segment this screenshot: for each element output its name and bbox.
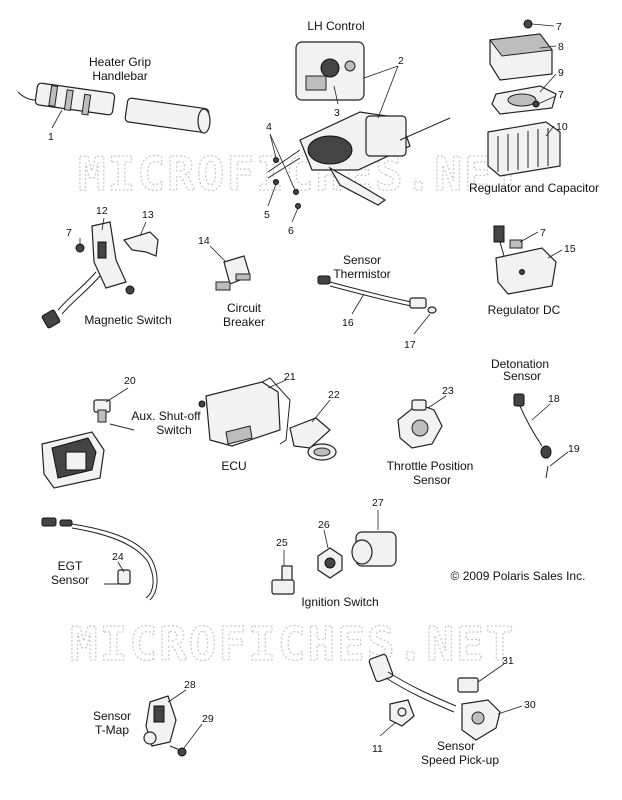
callout-30: 30: [524, 699, 536, 711]
aux-shutoff-switch-part: [41, 399, 135, 489]
egt-sensor-label-line1: EGT: [58, 559, 83, 573]
callout-13: 13: [142, 209, 154, 221]
callout-7-magnetic: 7: [66, 227, 72, 239]
callout-15: 15: [564, 243, 576, 255]
watermark-bottom: MICROFICHES.NET: [70, 617, 515, 671]
callout-28: 28: [184, 679, 196, 691]
throttle-position-sensor-part: [397, 399, 443, 449]
ignition-switch-part: [271, 531, 397, 595]
callout-17: 17: [404, 339, 416, 351]
callout-4: 4: [266, 121, 272, 133]
callout-20: 20: [124, 375, 136, 387]
lh-control-part: [267, 41, 451, 206]
callout-16: 16: [342, 317, 354, 329]
callout-27: 27: [372, 497, 384, 509]
copyright-text: © 2009 Polaris Sales Inc.: [451, 569, 586, 583]
throttle-position-label-line1: Throttle Position: [387, 459, 474, 473]
callout-1: 1: [48, 131, 54, 143]
magnetic-switch-part: [41, 221, 159, 329]
callout-2: 2: [398, 55, 404, 67]
detonation-sensor-part: [513, 393, 552, 479]
callout-10: 10: [556, 121, 568, 133]
speed-pickup-label-line2: Speed Pick-up: [421, 753, 499, 767]
speed-pickup-label-line1: Sensor: [437, 739, 475, 753]
aux-shutoff-label-line2: Switch: [156, 423, 191, 437]
sensor-tmap-part: [143, 695, 187, 757]
callout-11: 11: [372, 743, 383, 755]
callout-7-regulator-mid: 7: [558, 89, 564, 101]
callout-5: 5: [264, 209, 270, 221]
callout-12: 12: [96, 205, 108, 217]
bracket-22-part: [289, 417, 337, 461]
callout-21: 21: [284, 371, 296, 383]
egt-sensor-part: [41, 517, 158, 601]
callout-29: 29: [202, 713, 214, 725]
callout-18: 18: [548, 393, 560, 405]
callout-31: 31: [502, 655, 514, 667]
callout-25: 25: [276, 537, 288, 549]
circuit-breaker-label-line1: Circuit: [227, 301, 262, 315]
circuit-breaker-part: [215, 255, 251, 291]
magnetic-switch-label: Magnetic Switch: [84, 313, 171, 327]
heater-grip-label-line1: Heater Grip: [89, 55, 151, 69]
detonation-sensor-label-line2: Sensor: [503, 369, 541, 383]
regulator-dc-label: Regulator DC: [488, 303, 561, 317]
heater-grip-label-line2: Handlebar: [92, 69, 147, 83]
egt-sensor-label-line2: Sensor: [51, 573, 89, 587]
lh-control-label: LH Control: [307, 19, 364, 33]
ecu-label: ECU: [221, 459, 246, 473]
callout-26: 26: [318, 519, 330, 531]
throttle-position-label-line2: Sensor: [413, 473, 451, 487]
sensor-tmap-label-line1: Sensor: [93, 709, 131, 723]
callout-3: 3: [334, 107, 340, 119]
callout-22: 22: [328, 389, 340, 401]
detonation-sensor-label-line1: Detonation: [491, 357, 549, 371]
regulator-dc-part: [493, 225, 557, 295]
callout-23: 23: [442, 385, 454, 397]
circuit-breaker-label-line2: Breaker: [223, 315, 265, 329]
regulator-capacitor-part: [487, 19, 561, 177]
regulator-capacitor-label: Regulator and Capacitor: [469, 181, 599, 195]
callout-8: 8: [558, 41, 564, 53]
callout-7-regulator-dc: 7: [540, 227, 546, 239]
watermark-top: MICROFICHES.NET: [78, 147, 523, 201]
callout-7-regulator-top: 7: [556, 21, 562, 33]
callout-14: 14: [198, 235, 210, 247]
speed-pickup-sensor-part: [368, 653, 501, 741]
sensor-tmap-label-line2: T-Map: [95, 723, 129, 737]
sensor-thermistor-label-line2: Thermistor: [333, 267, 390, 281]
sensor-thermistor-part: [317, 275, 437, 314]
ecu-part: [198, 377, 291, 447]
callout-19: 19: [568, 443, 580, 455]
callout-24: 24: [112, 551, 124, 563]
heater-grip-part: [17, 82, 211, 134]
aux-shutoff-label-line1: Aux. Shut-off: [131, 409, 201, 423]
callout-9: 9: [558, 67, 564, 79]
sensor-thermistor-label-line1: Sensor: [343, 253, 381, 267]
callout-6: 6: [288, 225, 294, 237]
ignition-switch-label: Ignition Switch: [301, 595, 378, 609]
